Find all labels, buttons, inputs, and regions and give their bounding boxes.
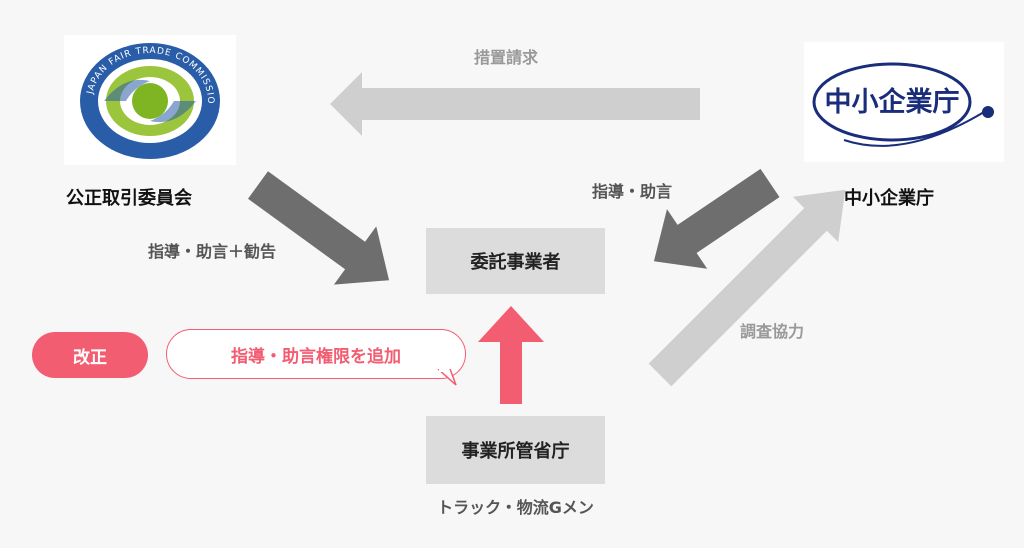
sme-emblem-icon: 中小企業庁 [812,62,994,147]
sme-logo-text: 中小企業庁 [825,86,960,118]
bubble-tail-icon [437,369,457,386]
sme-guidance-label: 指導・助言 [592,182,673,201]
arrow-cooperation [648,189,846,387]
revision-note: 指導・助言権限を追加 [166,329,466,379]
arrow-measures-request [330,72,700,136]
sme-agency-label: 中小企業庁 [844,188,934,209]
jftc-emblem-icon: JAPAN FAIR TRADE COMMISSION [60,28,220,159]
jftc-label: 公正取引委員会 [66,188,192,209]
consignor-box: 委託事業者 [426,228,605,294]
jftc-logo: JAPAN FAIR TRADE COMMISSION [60,28,236,165]
measures-request-label: 措置請求 [474,48,539,67]
ministry-sub-label: トラック・物流Gメン [437,498,594,517]
arrow-ministry-to-consignor [478,306,544,404]
arrow-sme-guidance [653,168,780,269]
ministry-box: 事業所管省庁 [426,416,605,484]
revision-bubble: 指導・助言権限を追加 [166,329,466,386]
arrow-jftc-guidance [248,171,390,285]
revision-badge: 改正 [32,332,148,378]
sme-logo: 中小企業庁 [804,42,1004,162]
jftc-guidance-label: 指導・助言＋勧告 [148,242,277,261]
cooperation-label: 調査協力 [740,322,805,341]
